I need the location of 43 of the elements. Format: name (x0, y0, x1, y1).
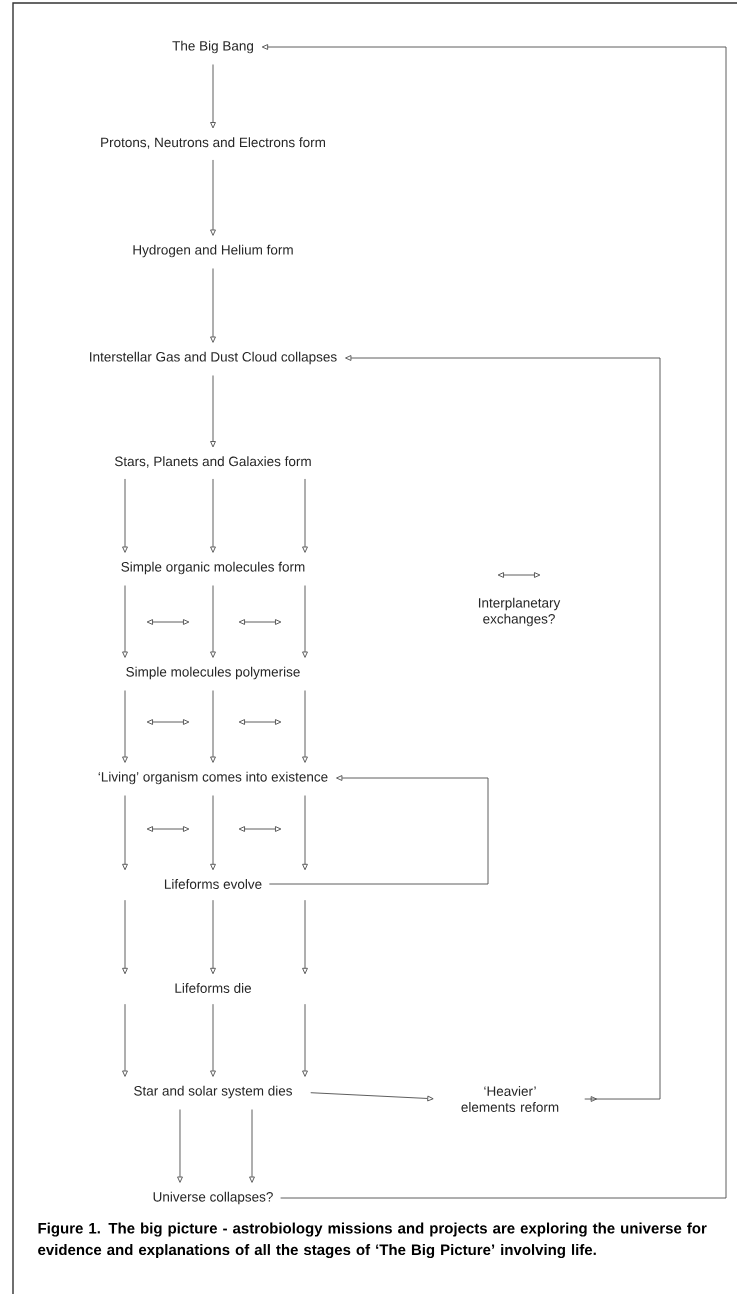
arrow (268, 775, 489, 885)
arrow (310, 1092, 434, 1102)
stage-label: Simple molecules polymerise (126, 666, 300, 680)
stage-label: Lifeforms die (175, 983, 252, 993)
arrow (122, 585, 128, 658)
arrow (122, 899, 128, 975)
arrow (302, 1003, 308, 1077)
caption: Figure 1. The big picture - astrobiology missions and projects are exploring the universe for evidence and explanations of all the stages of ‘The Big Picture’ involving life. (38, 1222, 707, 1259)
stage-label: Protons, Neutrons and Electrons form (101, 137, 325, 149)
arrow (345, 355, 661, 1102)
stage-label: ‘Living’ organism comes into existence (98, 771, 328, 785)
stage-label: ‘Heavier’ elements reform (461, 1086, 559, 1112)
arrow (210, 159, 216, 236)
arrow (210, 1003, 216, 1077)
arrow (210, 690, 216, 763)
arrow (302, 899, 308, 975)
arrow (122, 1003, 128, 1077)
stage-label: Lifeforms evolve (164, 879, 262, 889)
arrow (210, 64, 216, 129)
arrow (122, 795, 128, 871)
arrow (210, 899, 216, 975)
stage-label: Universe collapses? (153, 1191, 273, 1205)
arrow (302, 690, 308, 763)
arrow (210, 268, 216, 343)
arrow (122, 690, 128, 763)
arrow (249, 1109, 255, 1183)
arrow (302, 478, 308, 553)
arrow (302, 585, 308, 658)
stage-label: Star and solar system dies (134, 1085, 292, 1099)
stage-label: Hydrogen and Helium form (133, 244, 293, 258)
arrow (210, 375, 216, 448)
arrow (177, 1109, 183, 1183)
arrow (210, 795, 216, 871)
legend-label: Interplanetary exchanges? (478, 597, 561, 627)
arrow (210, 478, 216, 553)
stage-label: The Big Bang (172, 40, 253, 54)
arrow (210, 585, 216, 658)
stage-label: Interstellar Gas and Dust Cloud collapses (90, 351, 337, 365)
stage-label: Simple organic molecules form (121, 561, 305, 575)
arrow (261, 44, 727, 1199)
stage-label: Stars, Planets and Galaxies form (114, 456, 311, 468)
arrow (302, 795, 308, 871)
arrow (122, 478, 128, 553)
